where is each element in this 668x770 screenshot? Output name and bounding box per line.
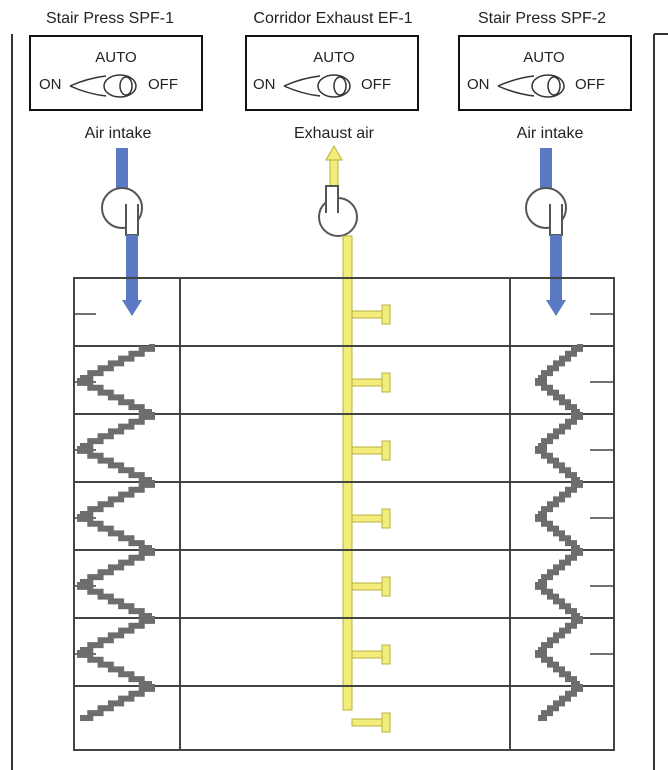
grille-face [381,304,391,325]
grille-face [381,508,391,529]
on-label: ON [467,76,490,93]
flow-label: Air intake [517,125,584,142]
flow-label: Exhaust air [294,125,375,142]
floor-lines [74,313,614,687]
grille-face [381,372,391,393]
intake-arrow-icon [546,300,566,316]
off-label: OFF [148,76,178,93]
toggle-switch[interactable] [497,74,565,98]
grille-branch [351,718,383,727]
stair-flight [77,514,152,551]
stair-flight [538,616,583,653]
stair-left [77,344,155,721]
stair-flight [80,412,155,449]
stair-right [535,344,583,721]
fan-spf-1: Stair Press SPF-1 AUTO ON OFF Air intake [29,10,203,316]
grille-branch [351,514,383,523]
fan-icon [525,187,567,236]
stair-flight [538,344,583,381]
stair-flight [80,344,155,381]
auto-label: AUTO [313,49,354,66]
stair-flight [538,412,583,449]
switch-box [29,35,203,111]
intake-duct-upper [540,148,552,194]
stair-flight [535,582,580,619]
fan-ef-1: Corridor Exhaust EF-1 AUTO ON OFF Exhaus… [245,10,419,711]
switch-box [458,35,632,111]
stair-flight [80,548,155,585]
intake-duct-lower [126,235,138,301]
stair-flight [77,650,152,687]
exhaust-arrow-icon [325,144,343,161]
flow-label: Air intake [85,125,152,142]
stair-flight [80,616,155,653]
stair-flight [77,378,152,415]
auto-label: AUTO [523,49,564,66]
grille-face [381,712,391,733]
on-label: ON [253,76,276,93]
stair-flight [538,548,583,585]
grille-branch [351,650,383,659]
auto-label: AUTO [95,49,136,66]
grille-branch [351,446,383,455]
off-label: OFF [575,76,605,93]
building-outline [73,277,615,751]
off-label: OFF [361,76,391,93]
switch-box [245,35,419,111]
stair-flight [535,378,580,415]
stair-flight [535,446,580,483]
stair-flight [538,480,583,517]
exhaust-grilles [351,304,391,733]
fan-title: Stair Press SPF-2 [478,10,606,27]
page-frame [11,33,668,770]
exhaust-riser [342,235,353,711]
grille-face [381,644,391,665]
stair-flight [77,582,152,619]
fan-title: Corridor Exhaust EF-1 [253,10,412,27]
fan-icon [101,187,143,236]
stair-flight [535,514,580,551]
toggle-switch[interactable] [283,74,351,98]
stair-flight [538,684,583,721]
grille-face [381,576,391,597]
grille-branch [351,310,383,319]
grille-branch [351,582,383,591]
intake-duct-lower [550,235,562,301]
building-section [73,277,615,751]
on-label: ON [39,76,62,93]
stair-flight [535,650,580,687]
stair-flight [80,684,155,721]
stair-flight [77,446,152,483]
stair-flight [80,480,155,517]
fan-title: Stair Press SPF-1 [46,10,174,27]
grille-face [381,440,391,461]
fan-icon [318,185,358,237]
fan-spf-2: Stair Press SPF-2 AUTO ON OFF Air intake [458,10,632,316]
intake-duct-upper [116,148,128,194]
grille-branch [351,378,383,387]
toggle-switch[interactable] [69,74,137,98]
intake-arrow-icon [122,300,142,316]
